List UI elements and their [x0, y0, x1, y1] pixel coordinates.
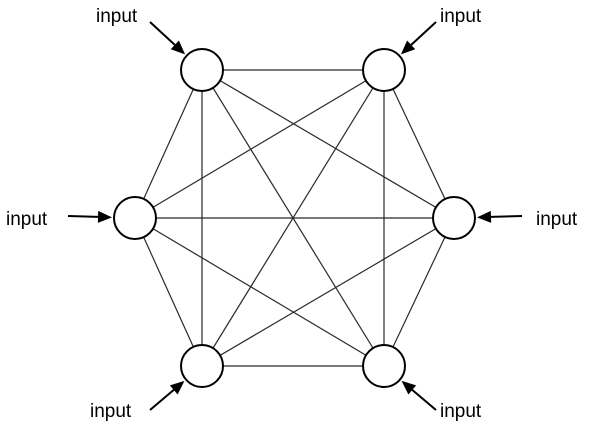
- input-arrow-top-right: [400, 21, 437, 55]
- input-arrow-bottom-right: [401, 380, 437, 411]
- arrow-shaft: [149, 389, 175, 411]
- nodes-layer: [113, 48, 476, 388]
- edge-top-left-to-middle-right: [201, 69, 455, 219]
- node-top-right: [362, 48, 406, 92]
- input-label-top-left: input: [96, 6, 138, 27]
- edge-middle-right-to-bottom-left: [201, 217, 455, 367]
- edge-top-right-to-middle-left: [134, 69, 385, 219]
- input-label-top-right: input: [440, 6, 482, 27]
- edge-middle-right-to-bottom-right: [383, 217, 455, 367]
- input-label-bottom-right: input: [440, 401, 482, 422]
- node-middle-left: [113, 196, 157, 240]
- edge-middle-left-to-bottom-right: [134, 217, 385, 367]
- input-label-bottom-left: input: [90, 401, 132, 422]
- edge-top-left-to-middle-left: [134, 69, 203, 219]
- input-arrow-bottom-left: [149, 380, 185, 411]
- arrow-head-icon: [401, 380, 417, 395]
- input-arrow-top-left: [149, 21, 186, 55]
- arrow-shaft: [67, 215, 99, 218]
- arrow-head-icon: [169, 380, 185, 395]
- arrow-shaft: [490, 215, 523, 218]
- node-bottom-right: [362, 344, 406, 388]
- input-arrow-middle-right: [476, 210, 523, 223]
- input-arrow-middle-left: [67, 210, 113, 223]
- arrow-shaft: [411, 389, 437, 411]
- input-label-middle-left: input: [6, 209, 48, 230]
- arrow-head-icon: [97, 210, 113, 223]
- node-top-left: [180, 48, 224, 92]
- arrow-head-icon: [170, 40, 186, 55]
- node-middle-right: [432, 196, 476, 240]
- arrow-head-icon: [400, 40, 416, 55]
- arrow-shaft: [149, 21, 176, 46]
- edges-layer: [134, 69, 455, 367]
- edge-middle-left-to-bottom-left: [134, 217, 203, 367]
- edge-top-right-to-middle-right: [383, 69, 455, 219]
- arrow-shaft: [410, 21, 437, 46]
- arrow-head-icon: [476, 210, 492, 223]
- node-bottom-left: [180, 344, 224, 388]
- input-arrows-layer: [67, 21, 523, 411]
- input-label-middle-right: input: [536, 209, 578, 230]
